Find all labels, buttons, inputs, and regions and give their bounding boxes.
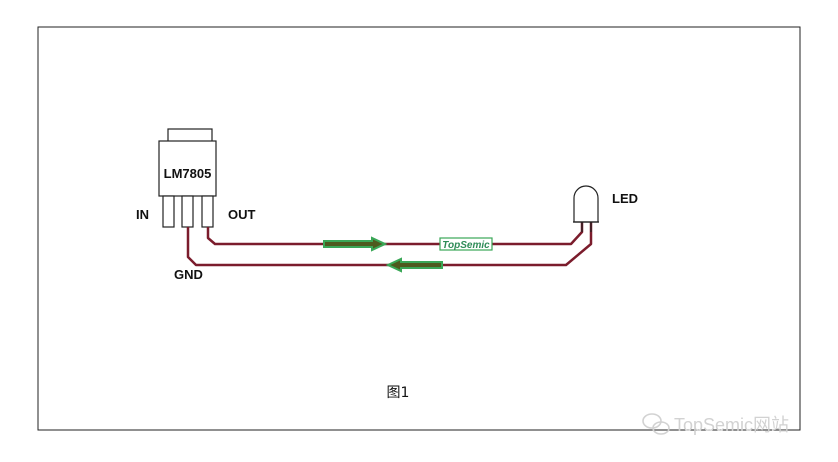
pin-out (201, 195, 214, 228)
wire-led-to-gnd (186, 222, 593, 267)
regulator-tab (167, 128, 213, 143)
diagram-frame (37, 26, 801, 431)
pin-in-label: IN (136, 207, 149, 222)
led-component (573, 185, 599, 232)
pin-gnd (181, 195, 194, 228)
pin-out-label: OUT (228, 207, 256, 222)
current-arrow-forward (323, 236, 388, 252)
watermark-text: TopSemic网站 (674, 415, 789, 435)
led-label: LED (612, 191, 638, 206)
lm7805-regulator: LM7805 (158, 128, 217, 228)
figure-caption: 图1 (387, 385, 410, 401)
regulator-part-label: LM7805 (164, 166, 212, 181)
regulator-body (158, 140, 217, 197)
wechat-icon (642, 413, 670, 435)
led-dome (573, 185, 599, 223)
current-arrow-return (385, 257, 443, 273)
resistor-brand-label: TopSemic (442, 240, 490, 251)
wire-resistor-to-led (492, 222, 584, 246)
pin-gnd-label: GND (174, 267, 203, 282)
pin-in (162, 195, 175, 228)
resistor (439, 237, 493, 251)
